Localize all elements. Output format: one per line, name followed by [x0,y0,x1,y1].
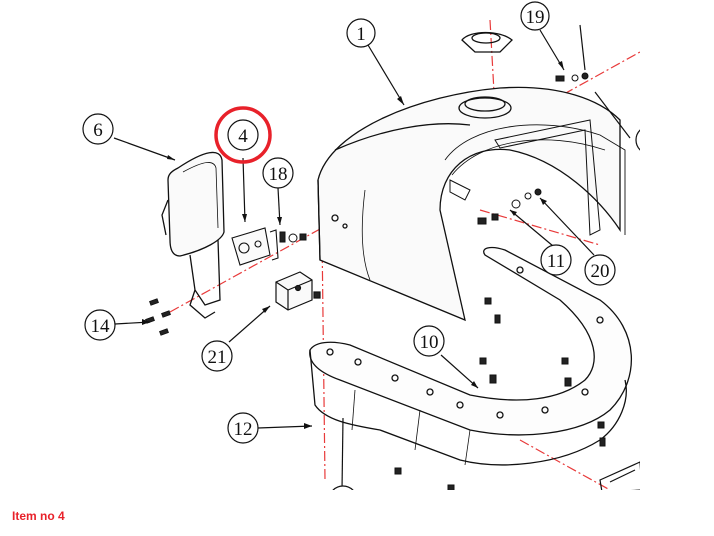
callout-18-label: 18 [269,164,288,185]
bolt-washer-part [279,231,307,243]
bolt-washer-set [477,72,589,225]
callout-4-label: 4 [238,126,248,147]
callout-20-label: 20 [591,261,610,282]
top-cover-part [317,31,626,322]
callout-19: 19 [520,1,550,31]
callout-10: 10 [413,325,445,357]
leader-arrowheads [142,61,564,429]
callout-4: 4 [214,106,272,164]
callout-1-label: 1 [356,24,366,45]
screws-part [145,298,171,336]
callout-14-label: 14 [91,316,111,337]
callout-6: 6 [82,113,114,145]
callout-19-label: 19 [526,7,545,28]
callout-12-label: 12 [234,419,253,440]
callout-11-label: 11 [547,251,565,272]
crop-mask [0,490,714,536]
inner-bracket [449,119,601,236]
callout-20: 20 [584,254,616,286]
callout-18: 18 [262,157,294,189]
seat-back-part [161,151,225,319]
highlight-ring [214,106,272,164]
crop-mask-right [640,0,714,490]
hinge-bracket-part [231,227,279,266]
callout-21-label: 21 [208,347,227,368]
callout-6-label: 6 [93,120,103,141]
callout-1: 1 [346,18,376,48]
caption-item-number: Item no 4 [12,509,65,523]
block-part [275,271,321,311]
bottom-tray-part [309,246,632,466]
callout-12: 12 [227,412,259,444]
callout-11: 11 [540,244,572,276]
callout-14: 14 [84,309,116,341]
tray-bolts [394,297,606,492]
callout-21: 21 [201,340,233,372]
callout-10-label: 10 [420,332,439,353]
